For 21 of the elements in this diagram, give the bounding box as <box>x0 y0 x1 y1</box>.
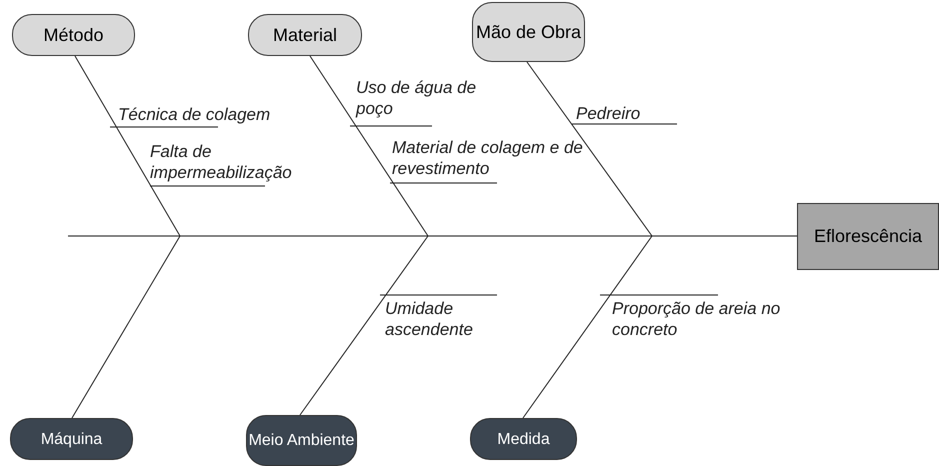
category-box <box>248 14 362 56</box>
cause-label: Técnica de colagem <box>118 104 272 125</box>
category-label: Eflorescência <box>814 226 922 247</box>
cause-label: Material de colagem e de revestimento <box>392 137 584 179</box>
cause-label: Uso de água de poço <box>356 77 478 119</box>
category-label: Medida <box>497 430 550 450</box>
cause-label: Pedreiro <box>576 103 642 124</box>
category-label: Material <box>272 24 338 46</box>
effect-box <box>797 203 939 270</box>
category-label: Máquina <box>40 430 102 450</box>
category-box <box>472 2 585 62</box>
category-box <box>12 14 135 56</box>
category-box <box>10 418 133 460</box>
category-box <box>246 415 357 466</box>
cause-label: Umidade ascendente <box>385 298 474 340</box>
category-label: Meio Ambiente <box>248 431 354 451</box>
cause-label: Proporção de areia no concreto <box>612 298 782 340</box>
category-label: Mão de Obra <box>476 22 582 42</box>
cause-label: Falta de impermeabilização <box>150 141 293 183</box>
category-label: Método <box>43 24 104 46</box>
category-box <box>470 418 577 460</box>
